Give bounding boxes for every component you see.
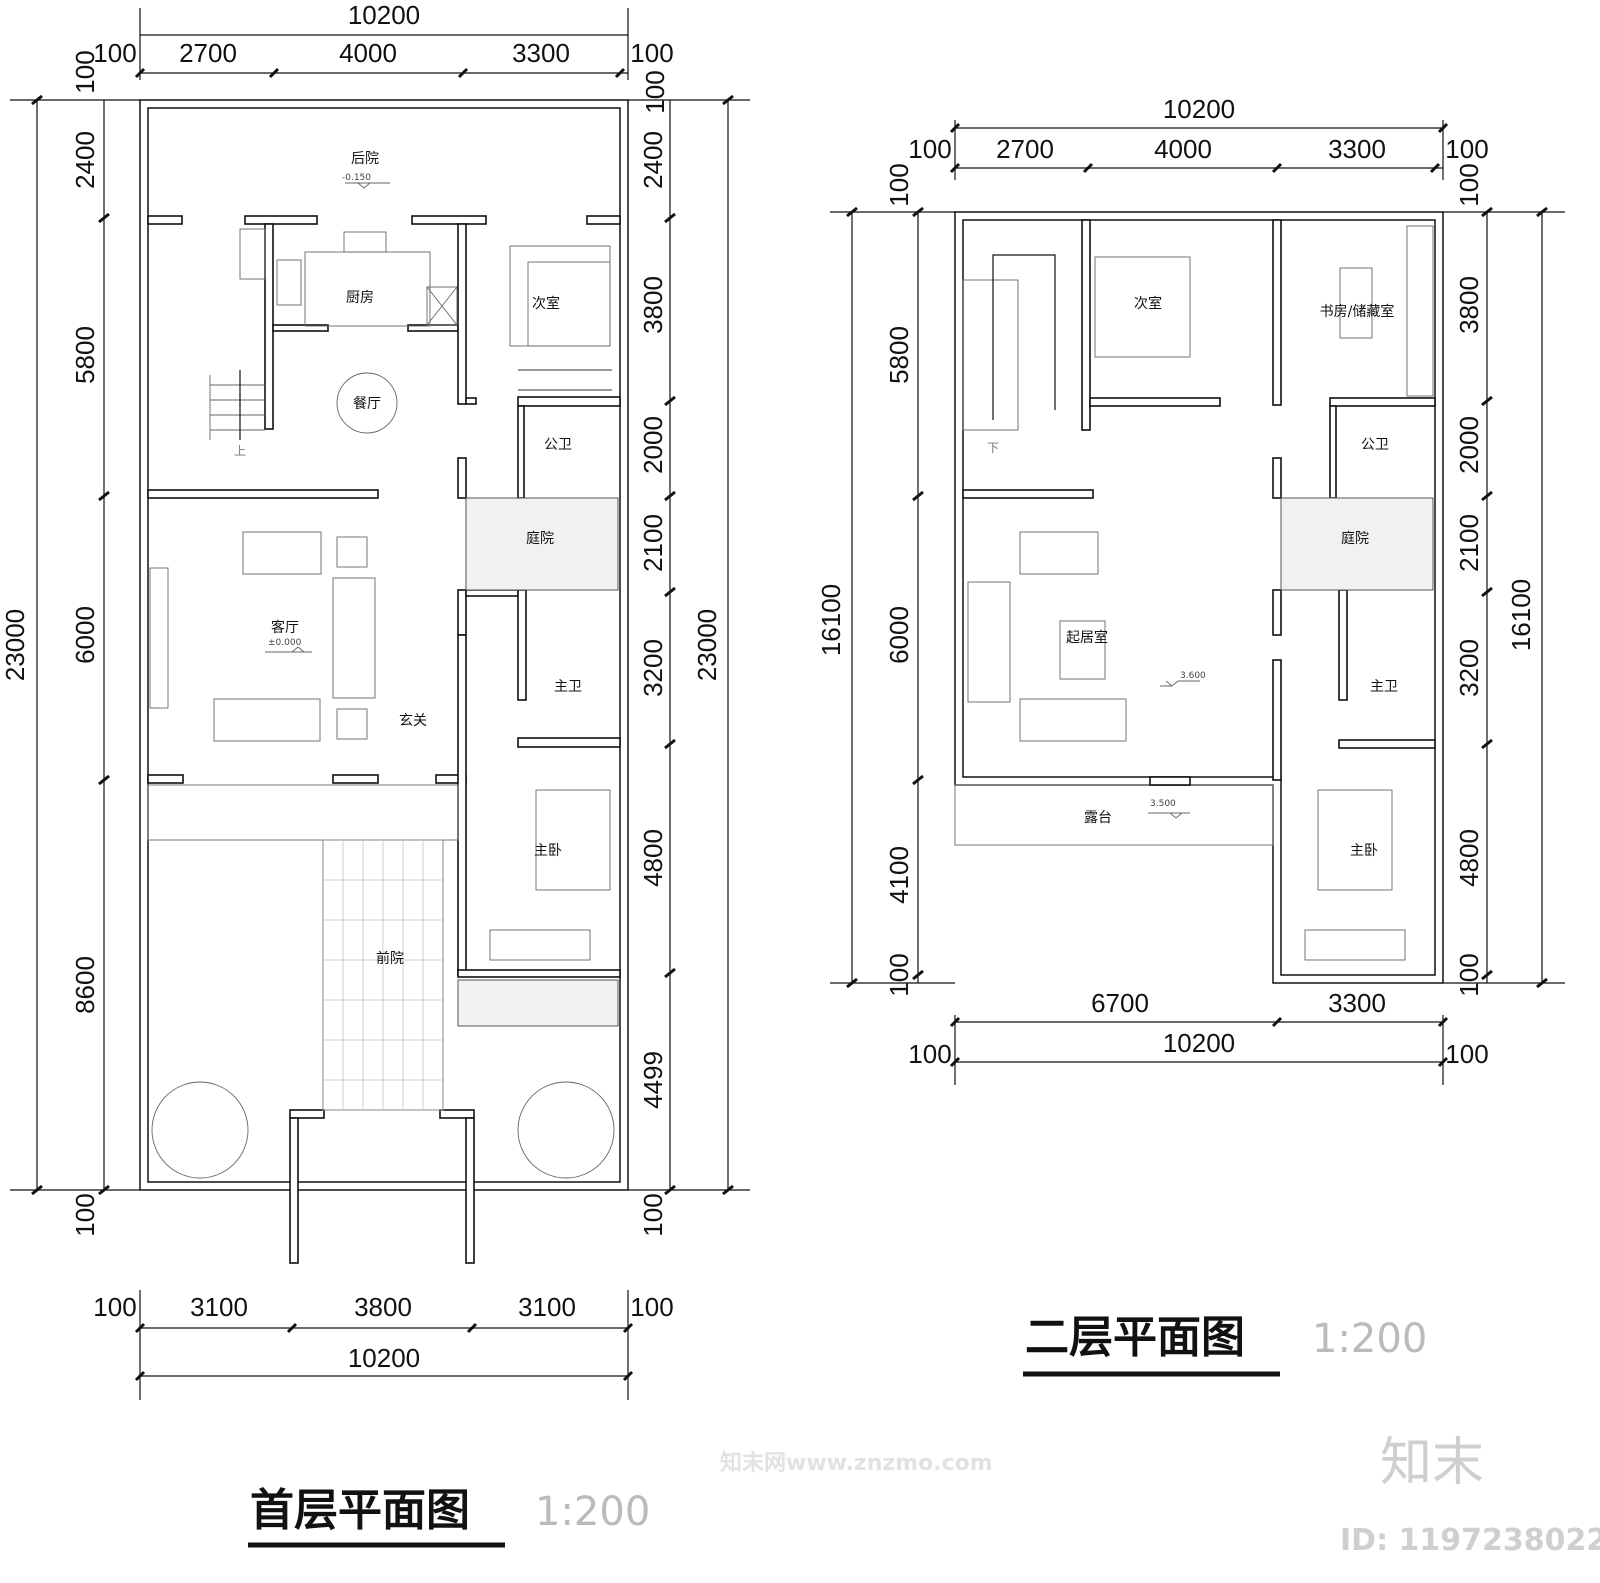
watermark: 知末网www.znzmo.com — [720, 1450, 993, 1476]
room-label-second-bedroom: 次室 — [1134, 295, 1162, 312]
dim-label: 3800 — [354, 1292, 412, 1322]
room-label-courtyard: 庭院 — [526, 530, 554, 547]
room-label-courtyard: 庭院 — [1341, 530, 1369, 547]
dim-label: 4100 — [884, 846, 914, 904]
dim-label: 6000 — [884, 606, 914, 664]
dim-label: 100 — [70, 1193, 100, 1236]
room-label-kitchen: 厨房 — [346, 290, 374, 306]
dim-label: 100 — [70, 50, 100, 93]
dim-label: 2100 — [638, 514, 668, 572]
second-floor-title: 二层平面图 — [1025, 1312, 1245, 1363]
room-label-master-bedroom: 主卧 — [1350, 843, 1378, 859]
dim-total-left: 16100 — [816, 584, 846, 656]
room-label-family-room: 起居室 — [1066, 629, 1108, 646]
dim-label: 3100 — [190, 1292, 248, 1322]
dim-label: 4800 — [638, 829, 668, 887]
stair-down-label: 下 — [987, 441, 999, 455]
dim-label: 3100 — [518, 1292, 576, 1322]
dim-total-right: 23000 — [692, 609, 722, 681]
dim-label: 2400 — [638, 131, 668, 189]
room-label-master-bedroom: 主卧 — [534, 843, 562, 859]
dim-label: 8600 — [70, 956, 100, 1014]
dim-label: 100 — [1454, 163, 1484, 206]
elevation-backyard: -0.150 — [342, 173, 371, 183]
dim-label: 100 — [884, 953, 914, 996]
room-label-master-bath: 主卫 — [554, 679, 582, 695]
dim-label: 2400 — [70, 131, 100, 189]
dim-label: 2700 — [179, 38, 237, 68]
ground-floor-scale: 1:200 — [535, 1489, 650, 1535]
walls — [962, 219, 1436, 786]
dim-total-bottom: 10200 — [348, 1343, 420, 1373]
dim-label: 2000 — [638, 416, 668, 474]
dim-label: 4000 — [339, 38, 397, 68]
dim-label: 3800 — [1454, 276, 1484, 334]
dim-label: 6700 — [1091, 988, 1149, 1018]
dim-label: 100 — [93, 38, 136, 68]
ground-floor-plan: 10200 100 2700 4000 3300 100 23000 100 2… — [0, 0, 750, 1548]
room-label-backyard: 后院 — [351, 151, 379, 167]
dim-label: 4000 — [1154, 134, 1212, 164]
dim-label: 100 — [630, 1292, 673, 1322]
furniture — [962, 225, 1434, 961]
room-label-front-yard: 前院 — [376, 950, 404, 967]
dim-label: 100 — [908, 1039, 951, 1069]
dim-total-top: 10200 — [1163, 94, 1235, 124]
room-label-terrace: 露台 — [1084, 810, 1112, 826]
watermark-id: ID: 1197238022 — [1340, 1523, 1600, 1558]
room-label-study-storage: 书房/储藏室 — [1320, 303, 1395, 320]
ground-floor-title: 首层平面图 — [250, 1485, 470, 1536]
walls — [147, 215, 621, 1264]
elevation-terrace: 3.500 — [1150, 799, 1176, 809]
second-floor-scale: 1:200 — [1312, 1316, 1427, 1362]
dim-label: 4800 — [1454, 829, 1484, 887]
room-label-living: 客厅 — [271, 619, 299, 636]
room-label-foyer: 玄关 — [399, 712, 427, 729]
watermark-brand: 知末 — [1380, 1433, 1484, 1493]
dim-total-left: 23000 — [0, 609, 30, 681]
dim-total-top: 10200 — [348, 0, 420, 30]
dim-label: 5800 — [70, 326, 100, 384]
dim-label: 100 — [908, 134, 951, 164]
dim-label: 100 — [884, 163, 914, 206]
dim-total-right: 16100 — [1506, 579, 1536, 651]
furniture — [147, 228, 619, 1179]
dim-label: 2100 — [1454, 514, 1484, 572]
dim-label: 2000 — [1454, 416, 1484, 474]
dim-label: 3300 — [1328, 134, 1386, 164]
dim-label: 6000 — [70, 606, 100, 664]
second-floor-plan: 10200 100 2700 4000 3300 100 16100 100 5… — [816, 94, 1565, 1377]
dim-label: 3300 — [1328, 988, 1386, 1018]
dim-label: 4499 — [638, 1051, 668, 1109]
dim-label: 100 — [630, 38, 673, 68]
stair-up-label: 上 — [234, 444, 246, 458]
dim-label: 100 — [640, 70, 670, 113]
dim-label: 2700 — [996, 134, 1054, 164]
room-label-master-bath: 主卫 — [1370, 679, 1398, 695]
elevation-family-room: 3.600 — [1180, 671, 1206, 681]
room-label-second-bedroom: 次室 — [532, 295, 560, 312]
dim-label: 5800 — [884, 326, 914, 384]
dim-label: 3800 — [638, 276, 668, 334]
dim-label: 3300 — [512, 38, 570, 68]
dim-total-bottom: 10200 — [1163, 1028, 1235, 1058]
dim-label: 3200 — [1454, 639, 1484, 697]
dim-label: 100 — [93, 1292, 136, 1322]
watermarks: 知末网www.znzmo.com — [720, 1450, 993, 1476]
room-label-dining: 餐厅 — [353, 396, 381, 412]
dim-label: 100 — [1445, 1039, 1488, 1069]
elevation-living: ±0.000 — [268, 638, 302, 648]
dim-label: 100 — [1445, 134, 1488, 164]
dim-label: 100 — [1454, 953, 1484, 996]
dim-label: 100 — [638, 1193, 668, 1236]
room-label-public-bath: 公卫 — [1361, 437, 1389, 453]
dim-label: 3200 — [638, 639, 668, 697]
room-label-public-bath: 公卫 — [544, 437, 572, 453]
